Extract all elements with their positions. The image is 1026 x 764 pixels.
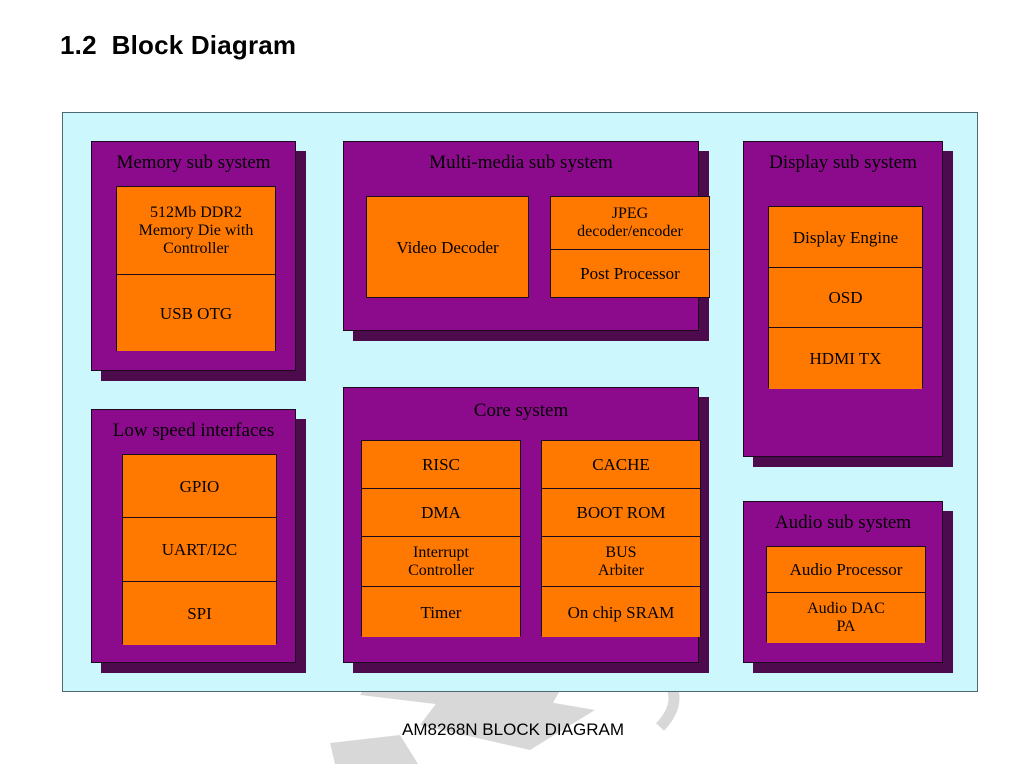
block-ddr2-memory-die[interactable]: 512Mb DDR2 Memory Die with Controller [117,187,275,275]
block-video-decoder[interactable]: Video Decoder [367,197,528,297]
block-on-chip-sram[interactable]: On chip SRAM [542,587,700,637]
block-hdmi-tx[interactable]: HDMI TX [769,328,922,389]
block-jpeg-decoder-encoder[interactable]: JPEG decoder/encoder [551,197,709,250]
group-multi-media-sub-system[interactable]: Multi-media sub system Video Decoder JPE… [343,141,710,331]
group-title: Low speed interfaces [112,420,275,441]
block-risc[interactable]: RISC [362,441,520,489]
block-osd[interactable]: OSD [769,268,922,328]
group-title: Display sub system [769,152,917,173]
group-title: Multi-media sub system [429,152,613,173]
block-bus-arbiter[interactable]: BUS Arbiter [542,537,700,587]
block-cache[interactable]: CACHE [542,441,700,489]
block-spi[interactable]: SPI [123,582,276,645]
block-uart-i2c[interactable]: UART/I2C [123,518,276,582]
group-memory-sub-system[interactable]: Memory sub system 512Mb DDR2 Memory Die … [91,141,296,371]
group-low-speed-interfaces[interactable]: Low speed interfaces GPIO UART/I2C SPI [91,409,296,663]
block-column: CACHE BOOT ROM BUS Arbiter On chip SRAM [541,440,701,637]
block-timer[interactable]: Timer [362,587,520,637]
block-usb-otg[interactable]: USB OTG [117,275,275,351]
page-title: 1.2 Block Diagram [60,30,297,60]
block-column: RISC DMA Interrupt Controller Timer [361,440,521,637]
block-column: 512Mb DDR2 Memory Die with Controller US… [116,186,276,351]
block-gpio[interactable]: GPIO [123,455,276,518]
diagram-caption: AM8268N BLOCK DIAGRAM [401,720,624,739]
block-column: GPIO UART/I2C SPI [122,454,277,645]
block-column: JPEG decoder/encoder Post Processor [550,196,710,298]
group-title: Core system [473,400,569,421]
block-audio-dac-pa[interactable]: Audio DAC PA [767,593,925,643]
block-column: Display Engine OSD HDMI TX [768,206,923,389]
block-post-processor[interactable]: Post Processor [551,250,709,297]
group-title: Memory sub system [116,152,271,173]
group-audio-sub-system[interactable]: Audio sub system Audio Processor Audio D… [743,501,943,663]
block-column: Video Decoder [366,196,529,298]
block-interrupt-controller[interactable]: Interrupt Controller [362,537,520,587]
block-display-engine[interactable]: Display Engine [769,207,922,268]
block-diagram-canvas: Memory sub system 512Mb DDR2 Memory Die … [62,112,978,692]
block-audio-processor[interactable]: Audio Processor [767,547,925,593]
group-core-system[interactable]: Core system RISC DMA Interrupt Controlle… [343,387,701,663]
block-dma[interactable]: DMA [362,489,520,537]
group-title: Audio sub system [774,512,912,533]
group-display-sub-system[interactable]: Display sub system Display Engine OSD HD… [743,141,943,457]
block-boot-rom[interactable]: BOOT ROM [542,489,700,537]
block-column: Audio Processor Audio DAC PA [766,546,926,643]
